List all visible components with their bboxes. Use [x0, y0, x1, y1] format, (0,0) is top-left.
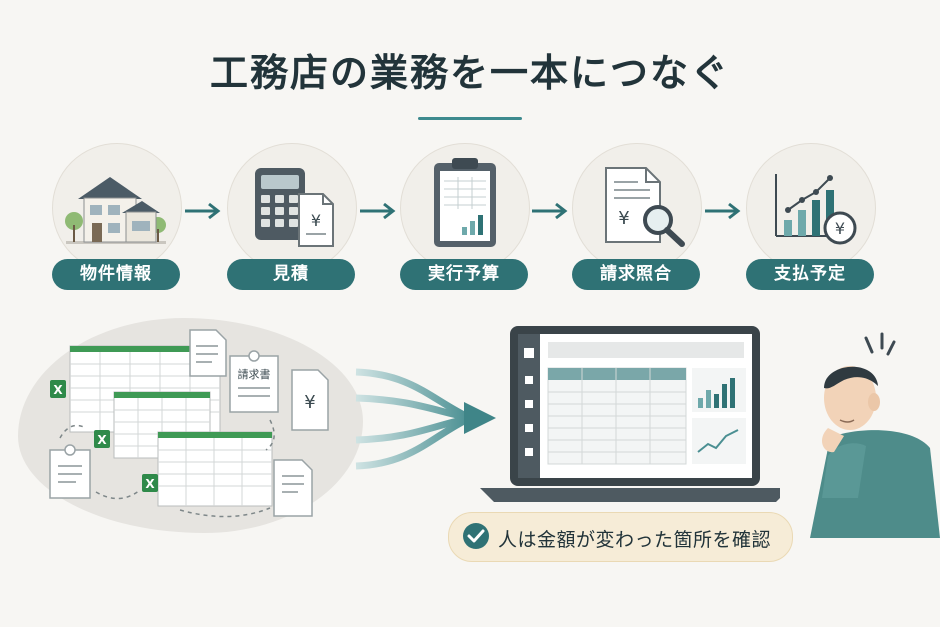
- thinking-person-illustration: [810, 332, 940, 538]
- excel-icon: X: [145, 477, 155, 491]
- sidebar-icon: [525, 376, 533, 384]
- merge-flow-arrow-icon: [355, 368, 496, 470]
- document-icon: [49, 444, 91, 499]
- excel-icon: X: [97, 433, 107, 447]
- yen-document-icon: ¥: [291, 369, 329, 431]
- flow-arrow-icon: [532, 202, 568, 220]
- house-icon: [65, 177, 166, 244]
- invoice-title-text: 請求書: [238, 367, 271, 381]
- spreadsheet-icon: [157, 431, 273, 507]
- flow-arrow-icon: [360, 202, 396, 220]
- document-icon: [189, 329, 227, 377]
- invoice-document-icon: 請求書: [229, 350, 279, 413]
- step-label-invoice-check: 請求照合: [572, 259, 700, 290]
- flow-arrow-icon: [185, 202, 221, 220]
- calculator-icon: ¥: [255, 168, 334, 247]
- flow-arrow-icon: [705, 202, 741, 220]
- invoice-search-icon: ¥: [605, 167, 685, 247]
- step-label-budget: 実行予算: [400, 259, 528, 290]
- excel-icon: X: [53, 383, 63, 397]
- sidebar-icon: [525, 400, 533, 408]
- step-label-payment-schedule: 支払予定: [746, 259, 874, 290]
- scattered-files-illustration: X X X 請求書 ¥: [49, 329, 329, 518]
- svg-text:¥: ¥: [304, 392, 315, 413]
- clipboard-icon: [434, 158, 496, 247]
- sidebar-icon: [525, 448, 533, 456]
- home-icon: [524, 348, 534, 358]
- check-circle-icon: [463, 523, 489, 549]
- step-4-circle: [572, 143, 702, 273]
- callout-text: 人は金額が変わった箇所を確認: [498, 529, 772, 551]
- sidebar-icon: [525, 424, 533, 432]
- payment-chart-icon: ¥: [775, 174, 857, 245]
- yen-glyph: ¥: [311, 211, 321, 230]
- yen-glyph: ¥: [618, 208, 629, 229]
- title-underline: [418, 117, 522, 120]
- step-label-estimate: 見積: [227, 259, 355, 290]
- step-label-property-info: 物件情報: [52, 259, 180, 290]
- laptop-illustration: [480, 326, 780, 502]
- callout-badge: [448, 512, 793, 562]
- step-5-circle: [746, 143, 876, 273]
- page-title: 工務店の業務を一本につなぐ: [209, 51, 730, 95]
- document-icon: [273, 459, 313, 517]
- yen-glyph: ¥: [835, 219, 845, 238]
